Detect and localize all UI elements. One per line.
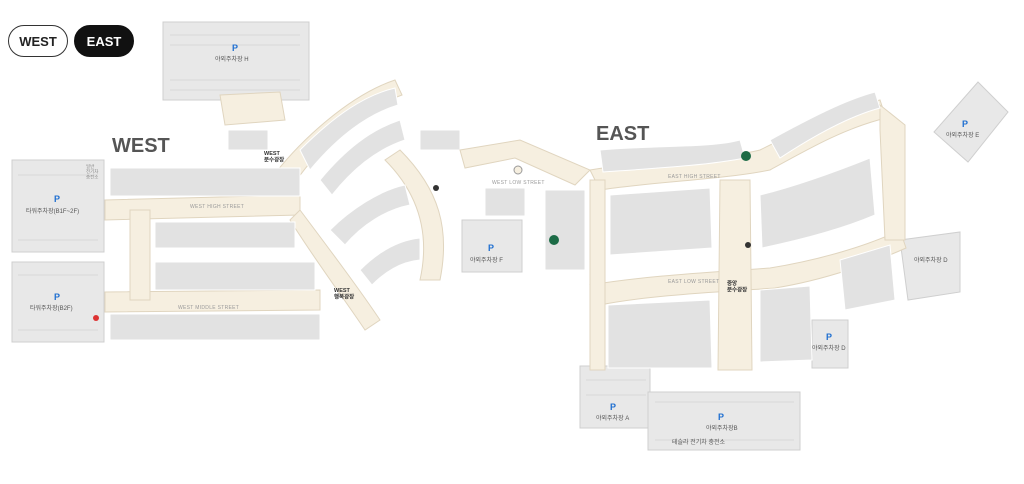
- east-high-street-label: EAST HIGH STREET: [668, 174, 721, 180]
- starbucks-icon: [549, 235, 559, 245]
- east-toggle-button[interactable]: EAST: [74, 25, 134, 57]
- parking-lot-d-right-label: 야외주차장 D: [914, 256, 948, 264]
- starbucks-icon: [741, 151, 751, 161]
- parking-p-icon: P: [826, 332, 832, 342]
- parking-lot-b-label: 야외주차장B: [706, 424, 738, 432]
- parking-lot-a[interactable]: P 야외주차장 A: [579, 365, 651, 429]
- parking-p-icon: P: [718, 412, 724, 422]
- parking-lot-a-label: 야외주차장 A: [596, 414, 629, 422]
- restroom-icon: [433, 185, 439, 191]
- amenity-markers: [93, 151, 751, 321]
- parking-lot-e[interactable]: P 야외주차장 E: [933, 81, 1009, 163]
- parking-p-icon: P: [962, 119, 968, 129]
- west-east-connector: [459, 139, 591, 271]
- tower-parking-lower-label: 타워주차장(B2F): [30, 304, 73, 312]
- parking-p-icon: P: [610, 402, 616, 412]
- west-low-street-label: WEST LOW STREET: [492, 180, 545, 186]
- parking-lot-e-label: 야외주차장 E: [946, 131, 979, 139]
- west-high-street-label: WEST HIGH STREET: [190, 204, 244, 210]
- west-wing: [104, 79, 461, 341]
- parking-lot-f[interactable]: P 야외주차장 F: [461, 219, 523, 273]
- parking-p-icon: P: [232, 43, 238, 53]
- parking-lot-d-label: 야외주차장 D: [812, 344, 846, 352]
- parking-p-icon: P: [54, 194, 60, 204]
- east-low-street-label: EAST LOW STREET: [668, 279, 719, 285]
- tower-parking-upper-label: 타워주차장(B1F~2F): [26, 207, 79, 215]
- parking-lot-f-label: 야외주차장 F: [470, 256, 503, 264]
- tower-parking-lower[interactable]: P 타워주차장(B2F): [11, 261, 105, 343]
- parking-lot-b[interactable]: P 야외주차장B: [647, 391, 801, 451]
- west-toggle-button[interactable]: WEST: [8, 25, 68, 57]
- parking-p-icon: P: [54, 292, 60, 302]
- east-zone-title: EAST: [596, 123, 649, 145]
- parking-lot-h-label: 야외주차장 H: [215, 55, 249, 63]
- parking-lot-d-right[interactable]: 야외주차장 D: [899, 231, 961, 301]
- fountain-icon: [513, 165, 523, 175]
- west-middle-street-label: WEST MIDDLE STREET: [178, 305, 239, 311]
- restroom-icon: [745, 242, 751, 248]
- parking-lot-d[interactable]: P 야외주차장 D: [811, 319, 849, 369]
- west-zone-title: WEST: [112, 135, 170, 157]
- parking-lot-h[interactable]: P 야외주차장 H: [162, 21, 310, 101]
- parking-p-icon: P: [488, 243, 494, 253]
- east-wing: [589, 91, 907, 371]
- info-icon: [93, 315, 99, 321]
- tesla-ev-label: 테슬라 전기차 충전소: [672, 438, 725, 446]
